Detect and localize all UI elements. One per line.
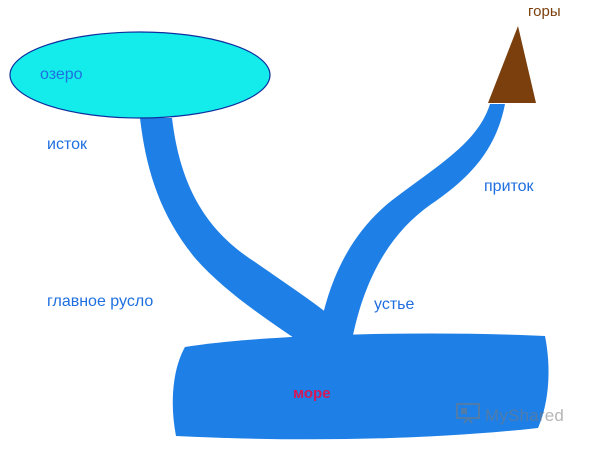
mountains-label: горы [528, 3, 561, 20]
watermark: MyShared [455, 402, 564, 429]
main-river-channel [140, 118, 358, 342]
watermark-text: MyShared [485, 405, 565, 425]
lake-label: озеро [40, 66, 83, 83]
tributary-channel [318, 104, 505, 340]
sea-shape [172, 333, 549, 440]
tributary-label: приток [484, 178, 535, 195]
presentation-board-icon [455, 402, 481, 429]
sea-label: море [293, 385, 331, 402]
main-channel-label: главное русло [47, 293, 153, 310]
source-label: исток [47, 136, 88, 153]
mouth-label: устье [374, 296, 414, 313]
lake-shape [9, 31, 271, 119]
mountain-icon [488, 26, 536, 103]
